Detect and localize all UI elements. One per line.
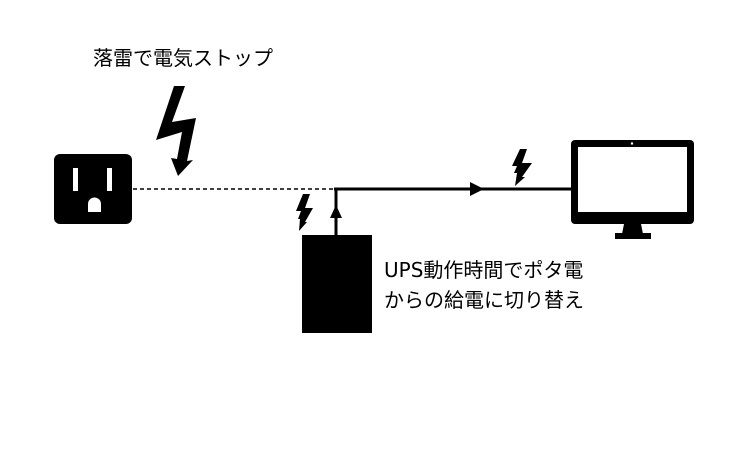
- ups-switch-label-line2: からの給電に切り替え: [384, 288, 584, 312]
- lightning-bolt-icon: [156, 86, 196, 176]
- lightning-stop-label: 落雷で電気ストップ: [93, 46, 273, 70]
- small-lightning-icon: [512, 149, 532, 186]
- arrow-right-icon: [470, 182, 484, 196]
- ups-battery-box: [302, 235, 372, 333]
- small-lightning-icon: [296, 194, 313, 231]
- wall-outlet-icon: [54, 154, 132, 224]
- arrow-up-icon: [330, 205, 342, 218]
- ups-switch-label-line1: UPS動作時間でポタ電: [384, 258, 584, 282]
- monitor-icon: [571, 140, 694, 239]
